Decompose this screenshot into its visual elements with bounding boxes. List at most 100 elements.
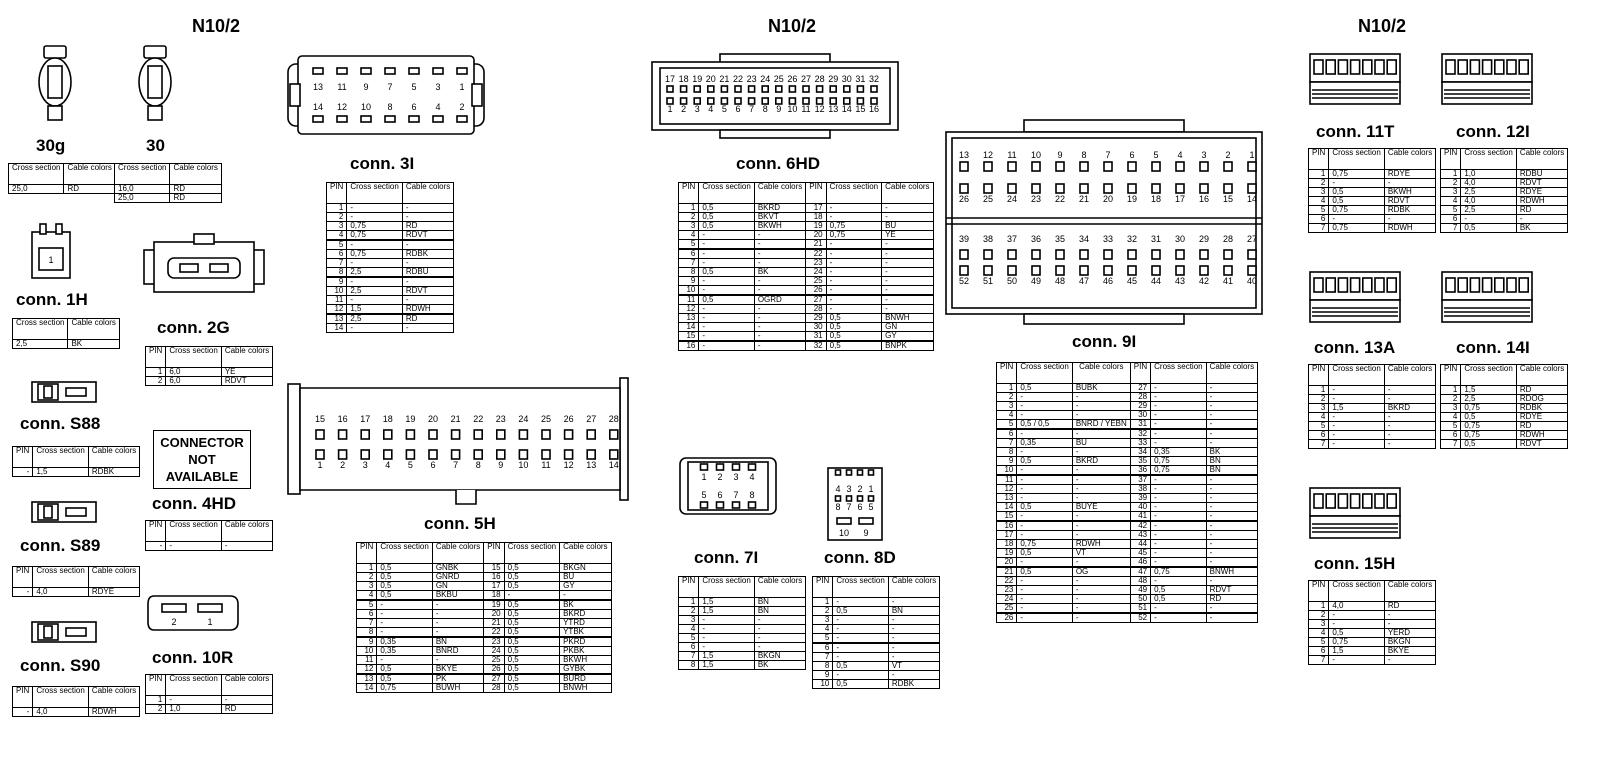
conn-1h-label: conn. 1H — [16, 290, 88, 309]
pin-number: 4 — [385, 460, 390, 470]
table-cell: - — [1016, 594, 1073, 604]
col-header: Cable colors — [1205, 362, 1259, 384]
table-row: 1-- — [811, 597, 941, 607]
pin-number: 9 — [1057, 150, 1062, 160]
pin-socket — [867, 469, 875, 476]
pin-socket — [843, 85, 851, 93]
pin-socket — [1031, 249, 1041, 260]
table-cell: 20 — [995, 557, 1018, 568]
table-cell: - — [825, 239, 883, 250]
table-cell: - — [346, 323, 403, 333]
table-cell: 0,5 — [698, 294, 755, 305]
table-cell: - — [753, 313, 807, 323]
pin-number: 50 — [1007, 276, 1017, 286]
pin-socket — [761, 97, 769, 105]
table-cell: - — [1205, 548, 1259, 558]
col-header: Cable colors — [1383, 580, 1437, 602]
pin-socket — [315, 449, 325, 460]
table-cell: - — [881, 239, 934, 250]
pin-number: 9 — [776, 104, 781, 114]
pin-socket — [731, 463, 741, 471]
table-cell: 9 — [995, 456, 1018, 466]
pin-socket — [384, 67, 396, 75]
pin-socket — [1151, 161, 1161, 172]
table-cell: 7 — [325, 258, 348, 268]
table-cell: - — [881, 285, 934, 296]
table-cell: 3 — [811, 615, 834, 625]
table-cell: GY — [559, 581, 612, 591]
pin-number: 11 — [541, 460, 550, 470]
pin-number: 43 — [1175, 276, 1185, 286]
col-header: Cross section — [1328, 148, 1385, 170]
pin-number: 7 — [1105, 150, 1110, 160]
col-header: Cable colors — [87, 566, 141, 588]
table-cell: - — [1205, 520, 1259, 531]
conn-s90-label: conn. S90 — [20, 656, 101, 675]
table-cell: 8 — [995, 447, 1018, 457]
table-cell: 7 — [1307, 655, 1330, 665]
table-cell: 26 — [995, 612, 1018, 623]
table-cell: - — [698, 313, 755, 323]
table-cell: - — [1205, 530, 1259, 540]
table-cell: - — [1016, 603, 1073, 614]
pin-number: 10 — [787, 104, 797, 114]
pin-socket — [1223, 265, 1233, 276]
col-header: Cable colors — [1515, 364, 1569, 386]
table-cell: - — [1205, 474, 1259, 485]
pin-socket — [1007, 161, 1017, 172]
pin-socket — [1223, 249, 1233, 260]
col-header: Cross section — [165, 674, 222, 696]
pin-socket — [428, 429, 438, 440]
pin-socket — [496, 429, 506, 440]
table-row: 7-- — [811, 652, 941, 662]
table-cell: - — [401, 295, 455, 305]
pin-socket — [747, 85, 756, 93]
pin-number: 27 — [801, 74, 811, 84]
pin-number: 52 — [959, 276, 969, 286]
table-cell: - — [1016, 465, 1073, 476]
table-cell: - — [1071, 401, 1131, 411]
table-cell: 3 — [1439, 403, 1462, 413]
pin-socket — [384, 115, 396, 123]
table-cell: 0,5 — [698, 267, 755, 277]
table-row: 16--42-- — [995, 520, 1259, 531]
pin-number: 47 — [1079, 276, 1089, 286]
table-cell: 2 — [1307, 394, 1330, 404]
pin-number: 21 — [719, 74, 729, 84]
table-row: 5--21-- — [677, 239, 934, 250]
pin-socket — [456, 115, 468, 123]
conn-s90-diagram — [31, 621, 97, 643]
pin-socket — [761, 85, 769, 93]
table-row: 10--26-- — [677, 285, 934, 296]
pin-socket — [1374, 277, 1385, 293]
table-cell: 0,5 — [503, 627, 561, 638]
pin-socket — [715, 501, 725, 509]
pin-number: 12 — [983, 150, 993, 160]
table-cell: - — [753, 230, 807, 240]
pin-number: 36 — [1031, 234, 1041, 244]
table-cell: - — [1071, 585, 1131, 595]
table-cell: - — [1150, 557, 1207, 568]
table-cell: - — [346, 203, 403, 213]
table-cell: - — [1071, 576, 1131, 586]
conn-30-label: 30 — [146, 136, 165, 155]
conn-15h-label: conn. 15H — [1314, 554, 1396, 573]
conn-1h-diagram: 1 — [31, 223, 71, 279]
table-cell: - — [825, 276, 883, 286]
col-header: Cable colors — [1383, 364, 1437, 386]
table-cell: BNWH — [1205, 566, 1259, 577]
pin-socket — [312, 67, 324, 75]
table-cell: 0,5 — [1016, 502, 1073, 512]
table-cell: 4 — [355, 590, 378, 601]
table-cell: - — [1016, 585, 1073, 595]
pin-number: 17 — [360, 414, 370, 424]
table-cell: - — [1071, 520, 1131, 531]
table-cell: 1 — [995, 383, 1018, 393]
table-cell: - — [753, 285, 807, 296]
pin-socket — [959, 183, 969, 194]
